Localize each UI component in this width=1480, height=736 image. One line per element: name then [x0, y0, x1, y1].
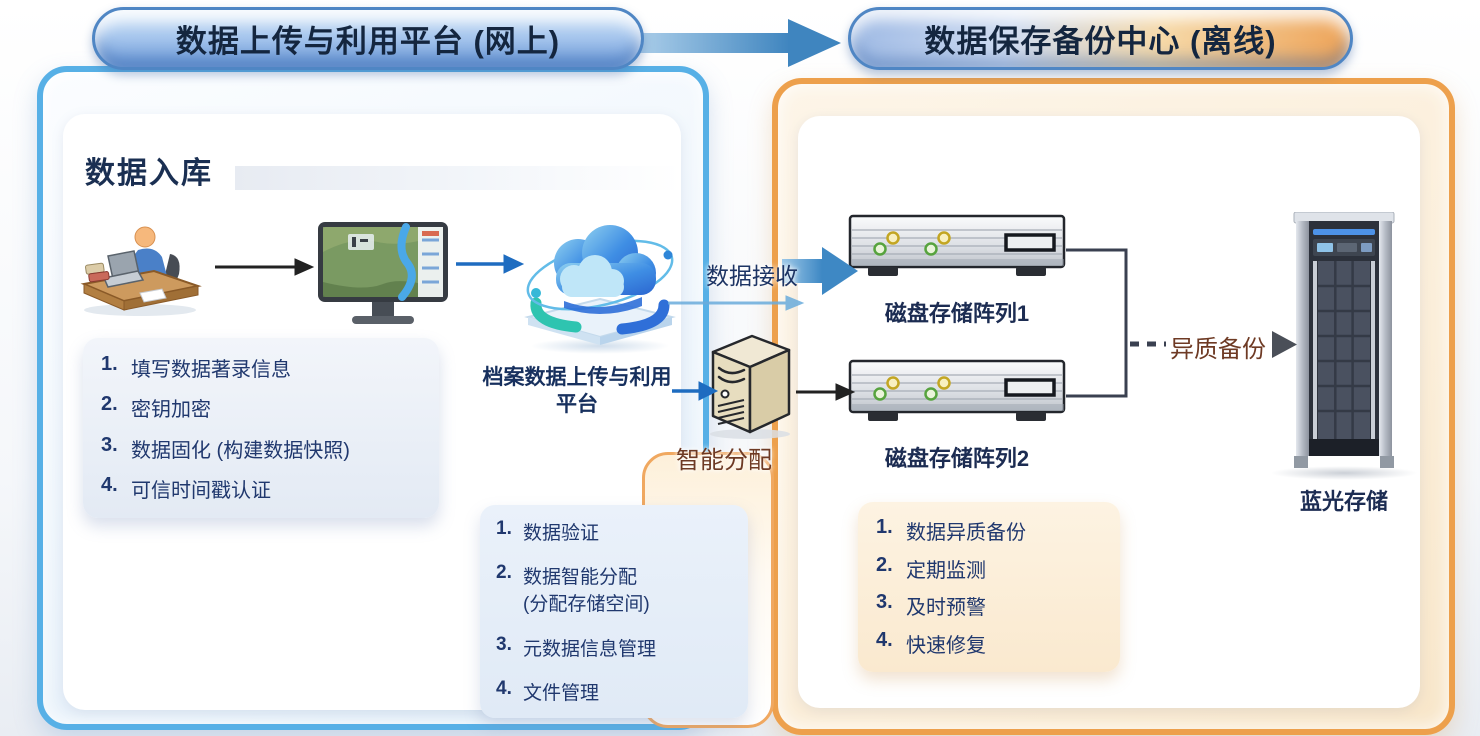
list-item: 2.定期监测 — [876, 553, 986, 582]
disk-array-2-icon — [848, 359, 1066, 427]
data-receive-label: 数据接收 — [706, 263, 798, 289]
disk-array-2-label: 磁盘存储阵列2 — [884, 446, 1030, 471]
list-item: 3.及时预警 — [876, 591, 986, 620]
smart-allocate-label: 智能分配 — [676, 447, 772, 474]
list-item: 4.可信时间戳认证 — [101, 473, 271, 502]
disk-array-1-label: 磁盘存储阵列1 — [884, 301, 1030, 326]
hetero-backup-label: 异质备份 — [1170, 336, 1266, 363]
cloud-platform-icon — [518, 213, 682, 351]
ingest-steps-card: 1.填写数据著录信息 2.密钥加密 3.数据固化 (构建数据快照) 4.可信时间… — [83, 338, 439, 518]
list-item: 4.快速修复 — [876, 628, 986, 657]
backup-center-header-pill: 数据保存备份中心 (离线) — [848, 7, 1353, 70]
list-item: 3.数据固化 (构建数据快照) — [101, 433, 350, 462]
list-item: 4.文件管理 — [496, 677, 600, 704]
blu-ray-tower-icon — [1292, 212, 1396, 468]
cloud-platform-label: 档案数据上传与利用 平台 — [462, 364, 692, 418]
list-item: 3.元数据信息管理 — [496, 633, 657, 660]
gis-monitor-icon — [318, 222, 448, 330]
allocation-server-icon — [703, 326, 797, 440]
section-title-band — [235, 166, 681, 190]
backup-center-header-label: 数据保存备份中心 (离线) — [924, 24, 1277, 59]
list-item-subline: (分配存储空间) — [523, 594, 650, 616]
cloud-platform-shadow — [530, 338, 670, 354]
section-title: 数据入库 — [85, 157, 213, 190]
upload-platform-header-pill: 数据上传与利用平台 (网上) — [92, 7, 644, 70]
disk-array-1-icon — [848, 214, 1066, 282]
cloud-platform-label-line1: 档案数据上传与利用 — [482, 366, 672, 389]
platform-functions-card: 1.数据验证 2.数据智能分配 (分配存储空间) 3.元数据信息管理 4.文件管… — [480, 505, 748, 718]
upload-platform-header-label: 数据上传与利用平台 (网上) — [175, 24, 561, 59]
blu-ray-label: 蓝光存储 — [1299, 489, 1388, 514]
list-item: 1.数据异质备份 — [876, 516, 1026, 544]
header-flow-arrow — [640, 19, 841, 67]
list-item: 2.数据智能分配 (分配存储空间) — [496, 562, 732, 616]
operator-desk-icon — [78, 220, 206, 318]
list-item: 1.填写数据著录信息 — [101, 353, 291, 381]
list-item: 2.密钥加密 — [101, 393, 211, 422]
cloud-platform-label-line2: 平台 — [556, 393, 598, 416]
backup-functions-card: 1.数据异质备份 2.定期监测 3.及时预警 4.快速修复 — [858, 502, 1120, 672]
blu-ray-tower-shadow — [1270, 466, 1418, 480]
list-item: 1.数据验证 — [496, 518, 600, 544]
